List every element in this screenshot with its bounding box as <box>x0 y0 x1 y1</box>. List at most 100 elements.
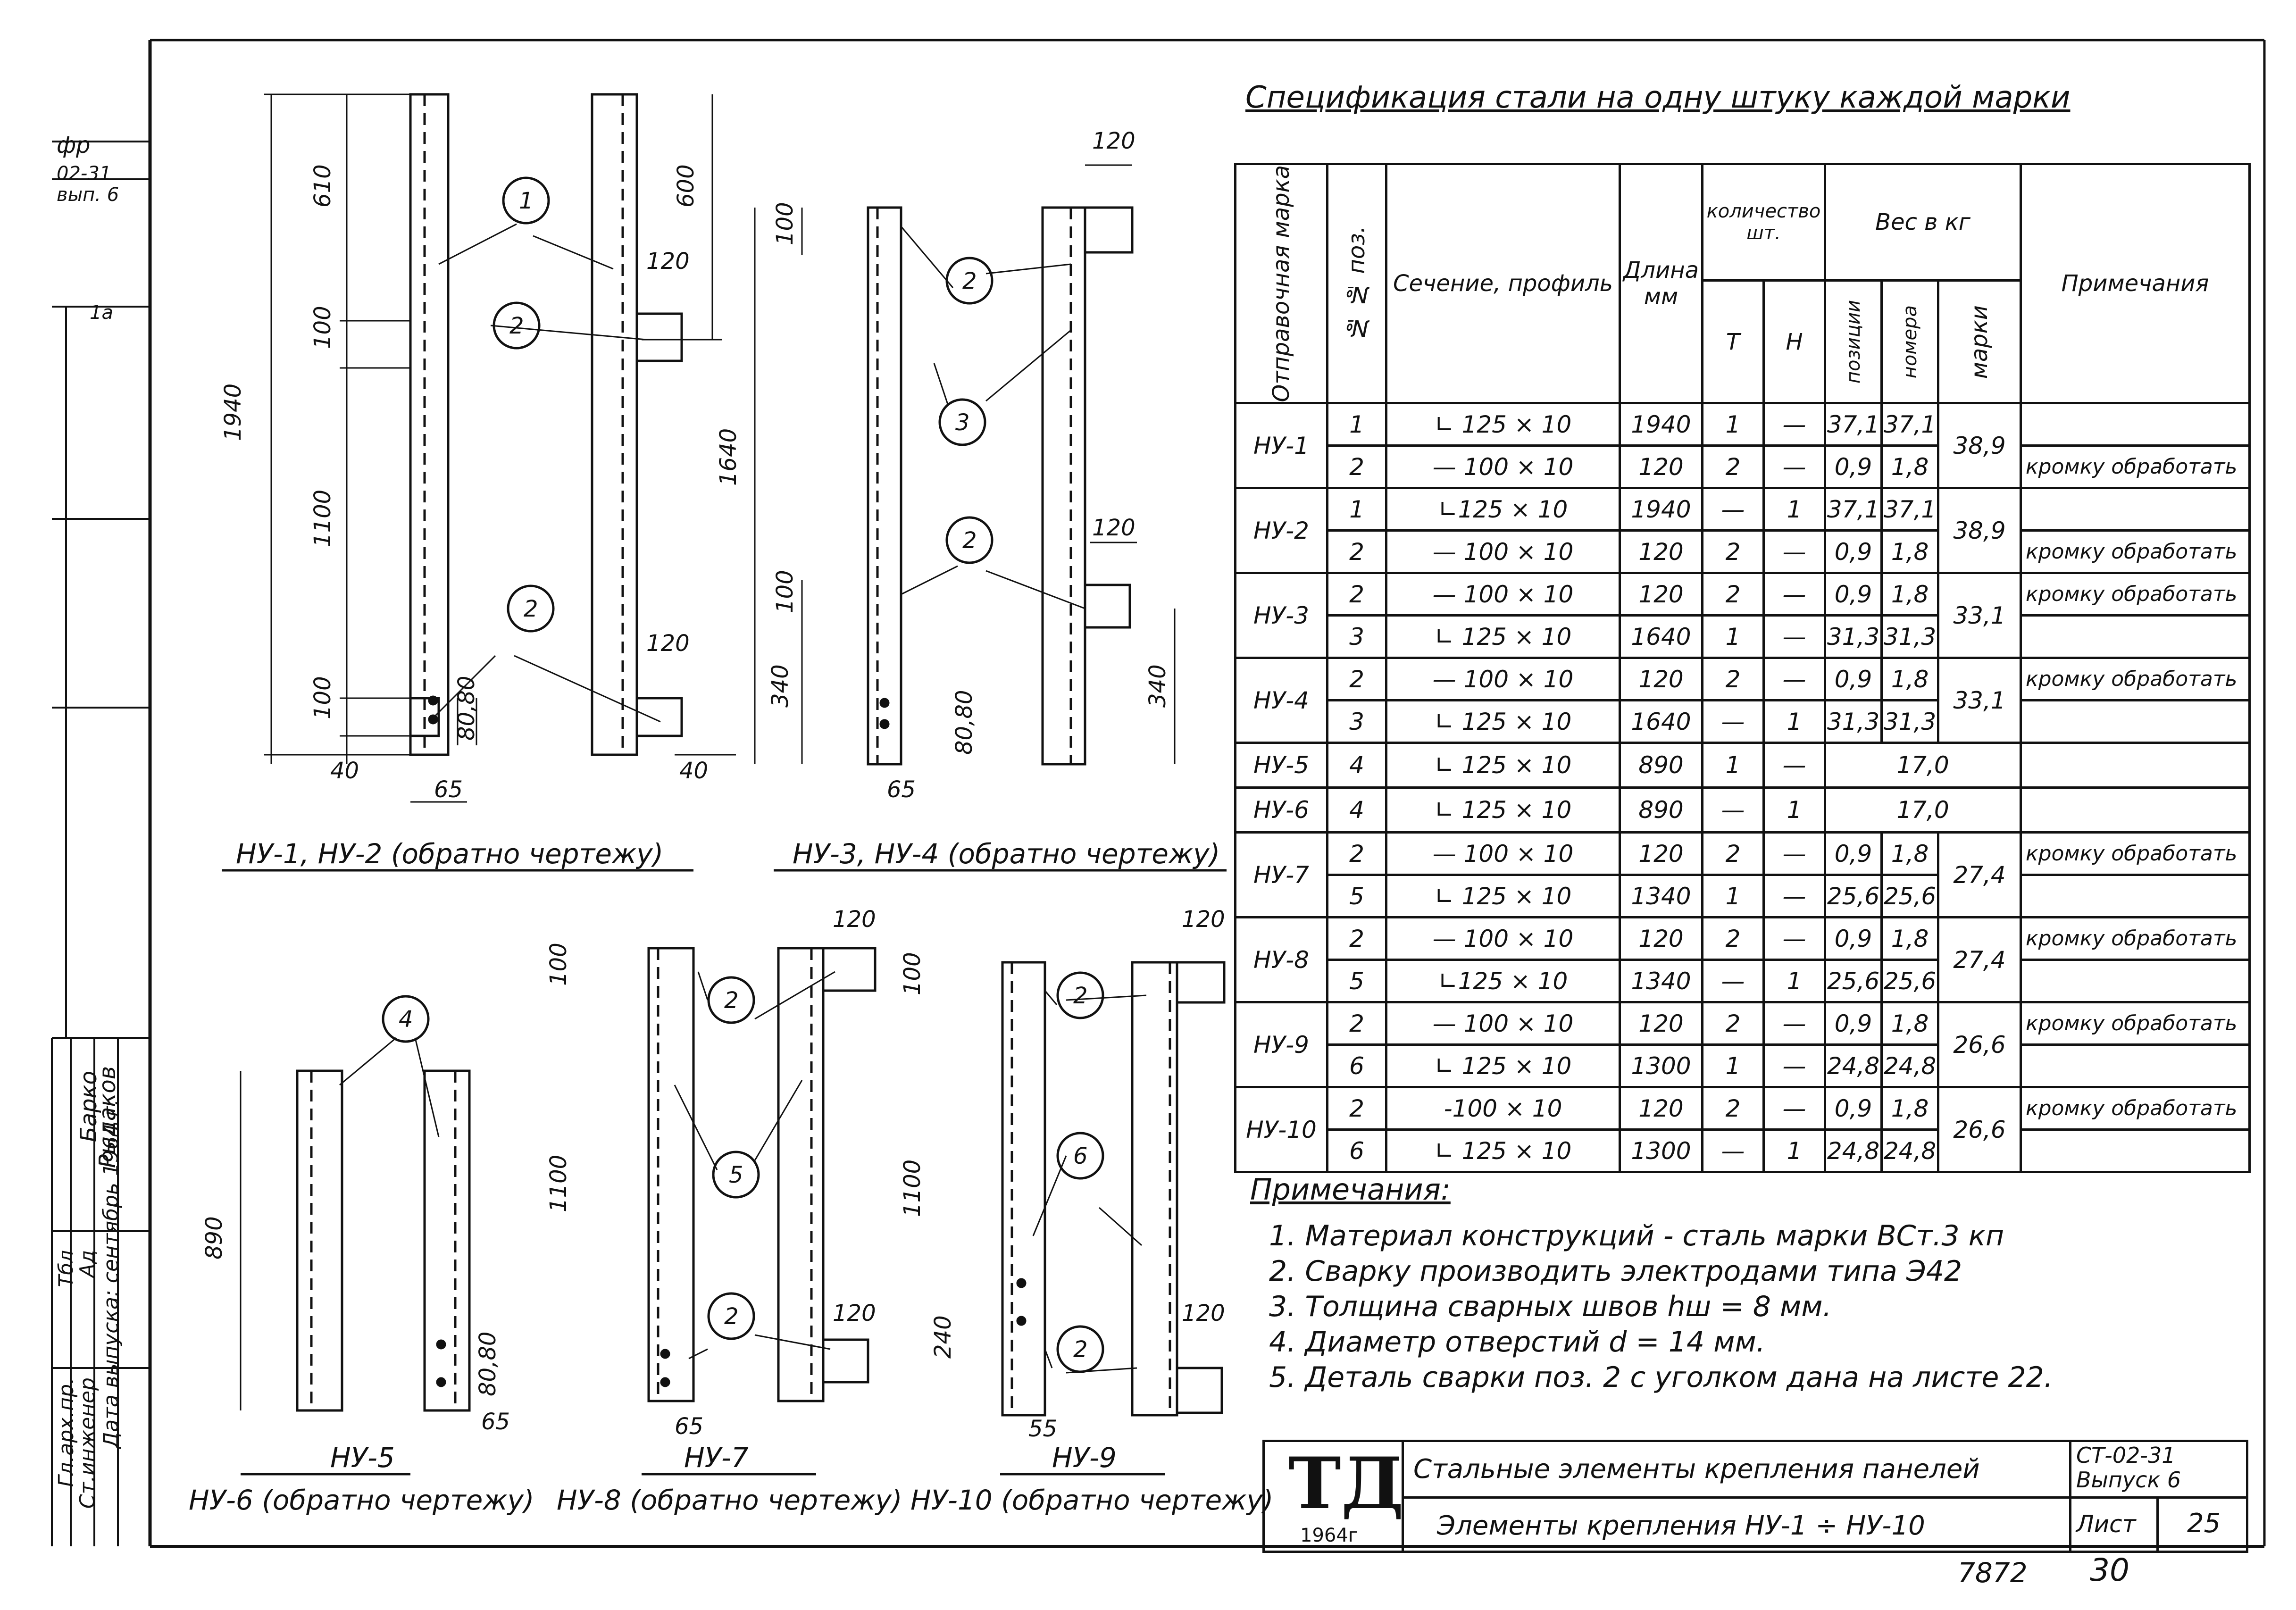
section-cell: ∟ 125 × 10 <box>1385 874 1621 919</box>
qty-n-cell: 1 <box>1762 786 1826 834</box>
note-cell: кромку обработать <box>2020 657 2251 702</box>
dim-40a: 40 <box>330 758 359 784</box>
pos-cell: 2 <box>1326 572 1387 617</box>
pos-cell: 2 <box>1326 916 1387 961</box>
pos-cell: 2 <box>1326 831 1387 876</box>
qty-t-cell: 1 <box>1701 742 1765 789</box>
note-cell <box>2020 699 2251 744</box>
note-cell <box>2020 402 2251 447</box>
stamp-name2: Рыдаков <box>94 1066 121 1168</box>
col-section: Сечение, профиль <box>1385 162 1621 405</box>
length-cell: 120 <box>1619 572 1703 617</box>
dim-100d: 100 <box>772 570 798 613</box>
qty-n-cell: — <box>1762 529 1826 575</box>
length-cell: 120 <box>1619 657 1703 702</box>
section-cell: ∟ 125 × 10 <box>1385 402 1621 447</box>
col-w-pos: позиции <box>1842 300 1864 384</box>
pos-cell: 1 <box>1326 487 1387 532</box>
mark-cell: НУ-1 <box>1234 402 1328 490</box>
dim-610: 610 <box>309 164 336 208</box>
weight-num-cell: 1,8 <box>1880 831 1939 876</box>
length-cell: 1300 <box>1619 1128 1703 1174</box>
qty-t-cell: 2 <box>1701 916 1765 961</box>
weight-pos-cell: 0,9 <box>1824 572 1883 617</box>
note-cell <box>2020 487 2251 532</box>
note-cell <box>2020 1043 2251 1089</box>
qty-t-cell: — <box>1701 1128 1765 1174</box>
weight-num-cell: 37,1 <box>1880 402 1939 447</box>
weight-num-cell: 1,8 <box>1880 657 1939 702</box>
section-cell: ∟ 125 × 10 <box>1385 1128 1621 1174</box>
weight-num-cell: 25,6 <box>1880 959 1939 1004</box>
dim-8080: 80,80 <box>453 676 480 741</box>
total-weight-cell: 27,4 <box>1937 916 2022 1004</box>
pos-4: 4 <box>399 1006 413 1033</box>
section-cell: — 100 × 10 <box>1385 572 1621 617</box>
total-weight-cell: 38,9 <box>1937 487 2022 575</box>
col-weight: Вес в кг <box>1824 163 2022 282</box>
caption-nu8: НУ-8 (обратно чертежу) <box>557 1484 902 1516</box>
length-cell: 1300 <box>1619 1043 1703 1089</box>
qty-n-cell: — <box>1762 572 1826 617</box>
mark-cell: НУ-10 <box>1234 1086 1328 1174</box>
weight-num-cell: 1,8 <box>1880 444 1939 490</box>
qty-t-cell: 1 <box>1701 874 1765 919</box>
weight-pos-cell: 25,6 <box>1824 959 1883 1004</box>
length-cell: 120 <box>1619 444 1703 490</box>
weight-pos-cell: 37,1 <box>1824 402 1883 447</box>
weight-num-cell: 37,1 <box>1880 487 1939 532</box>
qty-n-cell: — <box>1762 831 1826 876</box>
note-cell <box>2020 742 2251 789</box>
pos-5: 5 <box>729 1162 743 1188</box>
section-cell: — 100 × 10 <box>1385 831 1621 876</box>
weight-num-cell: 1,8 <box>1880 572 1939 617</box>
dim-100c: 100 <box>772 202 798 245</box>
mark-cell: НУ-4 <box>1234 657 1328 744</box>
col-length: Длина мм <box>1619 162 1703 405</box>
length-cell: 890 <box>1619 786 1703 834</box>
pos-cell: 2 <box>1326 1086 1387 1131</box>
section-cell: — 100 × 10 <box>1385 657 1621 702</box>
dim-120h: 120 <box>1182 1300 1225 1326</box>
qty-t-cell: — <box>1701 699 1765 744</box>
stamp-top1: фр <box>57 132 91 158</box>
qty-t-cell: 2 <box>1701 1001 1765 1046</box>
mark-cell: НУ-7 <box>1234 831 1328 919</box>
caption-nu3-nu4: НУ-3, НУ-4 (обратно чертежу) <box>793 838 1220 870</box>
caption-nu7: НУ-7 <box>684 1442 749 1474</box>
qty-n-cell: — <box>1762 874 1826 919</box>
qty-t-cell: 2 <box>1701 831 1765 876</box>
section-cell: ∟ 125 × 10 <box>1385 1043 1621 1089</box>
dim-120a: 120 <box>646 248 690 275</box>
note-3: 3. Толщина сварных швов hш = 8 мм. <box>1269 1290 1832 1323</box>
stamp-role2: Ст.инженер <box>75 1377 100 1509</box>
pos-cell: 4 <box>1326 742 1387 789</box>
length-cell: 1340 <box>1619 959 1703 1004</box>
qty-t-cell: 2 <box>1701 1086 1765 1131</box>
length-cell: 120 <box>1619 1086 1703 1131</box>
caption-nu6: НУ-6 (обратно чертежу) <box>189 1484 534 1516</box>
section-cell: ∟ 125 × 10 <box>1385 614 1621 659</box>
weight-pos-cell: 0,9 <box>1824 916 1883 961</box>
total-weight-cell: 27,4 <box>1937 831 2022 919</box>
qty-n-cell: 1 <box>1762 487 1826 532</box>
length-cell: 120 <box>1619 1001 1703 1046</box>
sheet-label: Лист <box>2076 1510 2136 1538</box>
dim-240: 240 <box>930 1315 956 1359</box>
drawing-nu5-nu6 <box>240 995 471 1412</box>
qty-t-cell: — <box>1701 959 1765 1004</box>
weight-pos-cell: 0,9 <box>1824 657 1883 702</box>
spec-title: Спецификация стали на одну штуку каждой … <box>1245 80 2071 115</box>
note-cell <box>2020 614 2251 659</box>
dim-120c: 120 <box>1092 128 1135 154</box>
qty-t-cell: 1 <box>1701 402 1765 447</box>
